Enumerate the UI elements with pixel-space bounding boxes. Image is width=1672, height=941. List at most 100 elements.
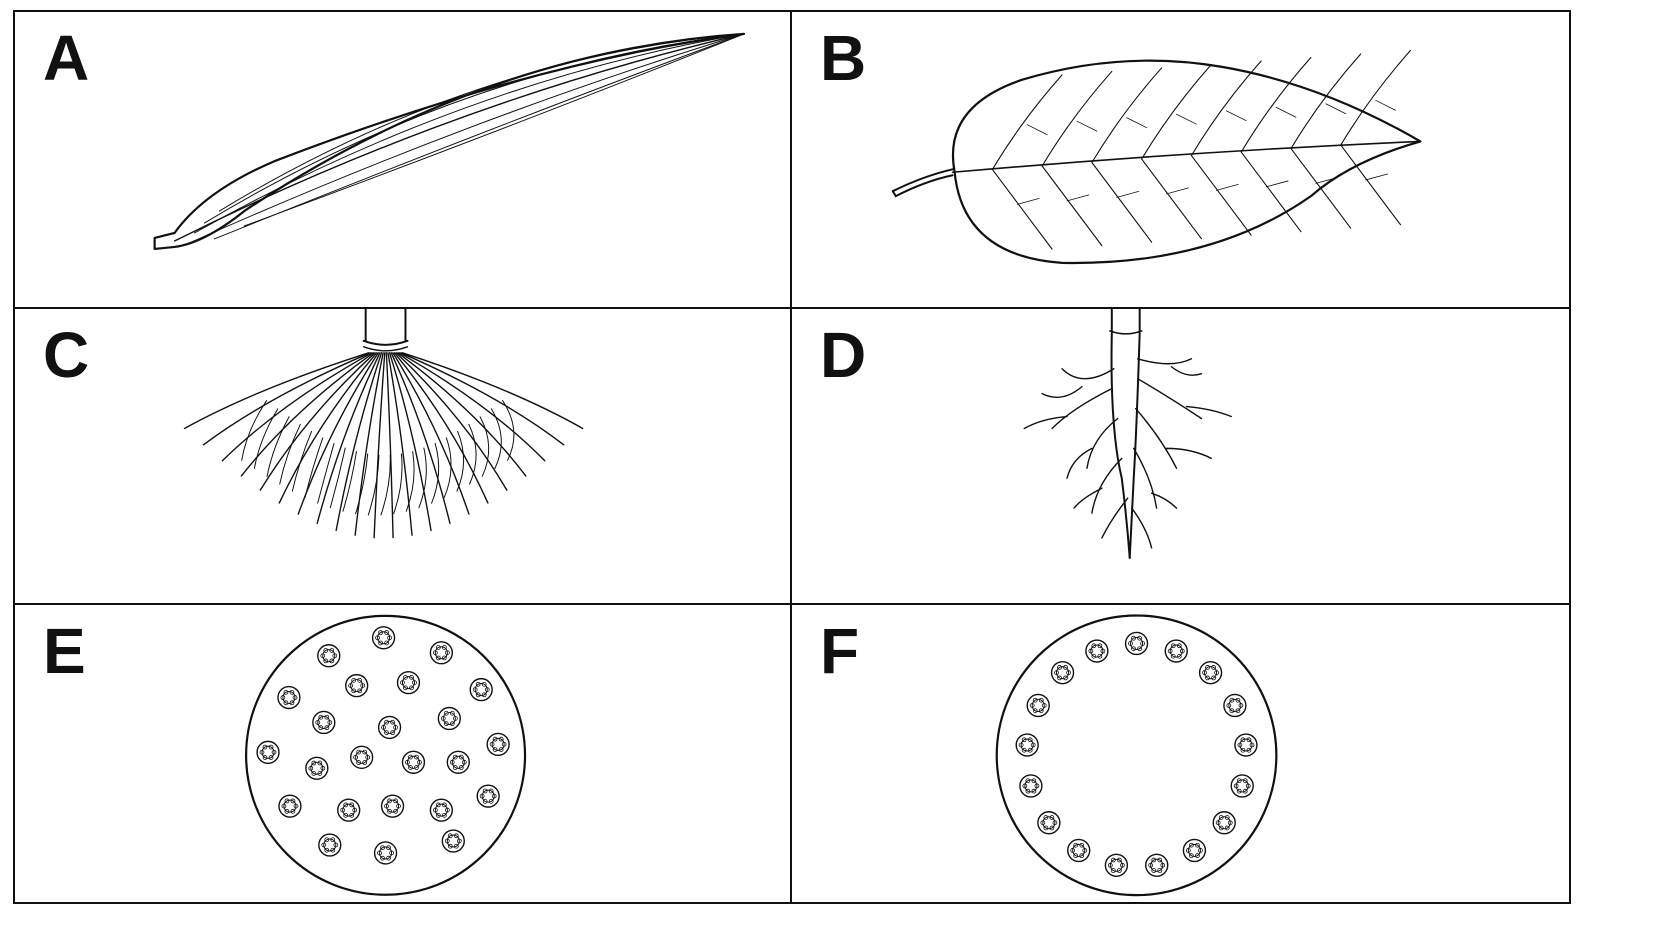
root-strand bbox=[395, 351, 508, 491]
root-strand bbox=[396, 351, 527, 477]
root-branch bbox=[502, 399, 515, 461]
panel-f: F bbox=[792, 605, 1569, 902]
root-strand bbox=[387, 351, 413, 536]
root-branch bbox=[266, 415, 290, 477]
leaf-vein bbox=[1315, 103, 1347, 184]
panel-c: C bbox=[15, 308, 792, 606]
leaf-vein bbox=[1190, 60, 1262, 157]
panel-d: D bbox=[792, 308, 1569, 606]
panel-f-label: F bbox=[820, 615, 860, 688]
leaf-vein bbox=[1340, 144, 1402, 226]
root-branch bbox=[405, 450, 415, 512]
root-branch bbox=[342, 450, 357, 512]
root-strand bbox=[373, 351, 386, 539]
leaf-vein bbox=[1290, 53, 1362, 150]
vascular-bundle bbox=[1026, 694, 1050, 718]
root-strand bbox=[297, 351, 380, 515]
leaf-vein bbox=[1016, 124, 1048, 205]
vascular-bundle bbox=[373, 841, 398, 865]
vascular-bundle bbox=[1223, 694, 1247, 718]
leaf-vein bbox=[1041, 165, 1103, 247]
root-strand bbox=[392, 351, 470, 515]
vascular-bundle bbox=[1230, 774, 1254, 798]
vascular-bundle bbox=[1085, 639, 1109, 664]
leaf-vein bbox=[1166, 113, 1197, 195]
root-branch bbox=[253, 407, 279, 469]
scattered-vascular-bundles-cross-section bbox=[245, 615, 527, 897]
vascular-bundle bbox=[469, 678, 493, 702]
vascular-bundle bbox=[278, 794, 302, 819]
root-strand bbox=[385, 351, 394, 539]
vascular-bundle bbox=[1037, 811, 1061, 835]
vascular-bundle bbox=[380, 794, 405, 819]
root-strand bbox=[202, 351, 371, 446]
leaf-vein bbox=[1240, 151, 1302, 233]
vascular-bundle bbox=[1050, 661, 1075, 685]
ringed-vascular-bundles-cross-section bbox=[995, 614, 1278, 897]
vascular-bundle bbox=[437, 707, 461, 731]
root-strand bbox=[259, 351, 376, 491]
vascular-bundle bbox=[1182, 839, 1207, 863]
root-strand bbox=[221, 351, 373, 462]
leaf-vein bbox=[1290, 148, 1352, 229]
vascular-bundle bbox=[377, 716, 402, 740]
root-branch bbox=[380, 454, 391, 516]
root-strand bbox=[390, 351, 451, 524]
vascular-bundle bbox=[277, 686, 301, 710]
root-branch bbox=[418, 447, 427, 508]
leaf-vein bbox=[991, 74, 1063, 171]
panel-c-label: C bbox=[43, 318, 90, 391]
root-strand bbox=[240, 351, 375, 477]
root-branch bbox=[329, 447, 346, 508]
vascular-bundle bbox=[486, 733, 510, 757]
leaf-vein bbox=[1365, 99, 1396, 181]
leaf-vein bbox=[1091, 161, 1153, 243]
vascular-bundle bbox=[1067, 839, 1091, 863]
vascular-bundle bbox=[317, 644, 341, 668]
root-strand bbox=[393, 351, 489, 504]
root-branch bbox=[279, 423, 301, 485]
root-strand bbox=[401, 351, 584, 429]
root-strand bbox=[335, 351, 383, 531]
root-strand bbox=[354, 351, 384, 536]
reticulate-venation-leaf bbox=[891, 49, 1422, 265]
root-branch bbox=[443, 436, 452, 498]
vascular-bundle bbox=[1234, 733, 1258, 758]
panel-d-label: D bbox=[820, 318, 867, 391]
root-strand bbox=[316, 351, 381, 524]
root-branch bbox=[490, 407, 502, 469]
taproot-system bbox=[1023, 308, 1232, 559]
fibrous-root-system bbox=[183, 308, 584, 539]
vascular-bundle bbox=[337, 798, 361, 823]
vascular-bundle bbox=[396, 671, 421, 695]
root-branch bbox=[367, 454, 380, 516]
vascular-bundle bbox=[312, 711, 336, 735]
leaf-vein bbox=[1116, 117, 1148, 198]
vascular-bundle bbox=[345, 674, 369, 698]
leaf-vein bbox=[1190, 154, 1252, 236]
leaf-vein bbox=[1265, 106, 1297, 188]
diagram-grid: A B C bbox=[13, 10, 1571, 904]
root-branch bbox=[431, 442, 440, 504]
leaf-vein bbox=[1091, 67, 1163, 164]
vascular-bundle bbox=[1145, 853, 1169, 878]
vascular-bundle bbox=[446, 750, 470, 775]
root-strand bbox=[183, 351, 370, 429]
vascular-bundle bbox=[1198, 661, 1223, 685]
panel-e-label: E bbox=[43, 615, 86, 688]
panel-a: A bbox=[15, 12, 792, 309]
panel-e: E bbox=[15, 605, 792, 902]
vascular-bundle bbox=[429, 641, 454, 665]
vascular-bundle bbox=[1164, 639, 1188, 664]
root-branch bbox=[456, 430, 465, 492]
vascular-bundle bbox=[371, 626, 396, 650]
leaf-vein bbox=[1240, 56, 1312, 153]
vascular-bundle bbox=[1104, 853, 1129, 878]
root-branch bbox=[317, 442, 335, 504]
leaf-vein bbox=[991, 168, 1053, 250]
root-strand bbox=[398, 351, 546, 462]
root-branch bbox=[355, 453, 369, 514]
vascular-bundle bbox=[305, 756, 329, 781]
leaf-vein bbox=[1340, 49, 1411, 146]
panel-b: B bbox=[792, 12, 1569, 309]
